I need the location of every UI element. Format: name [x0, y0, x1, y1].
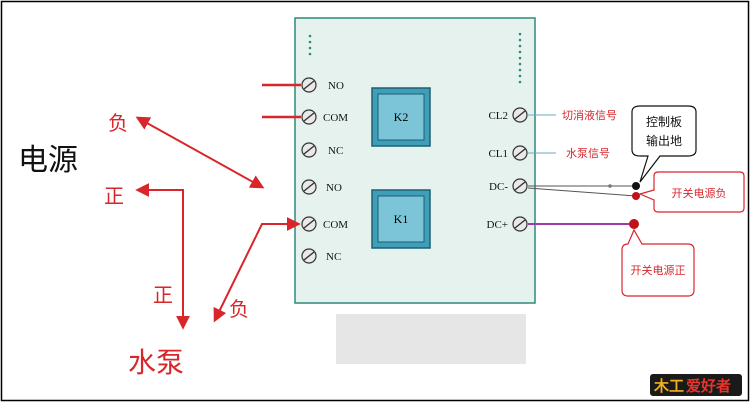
terminal-dc-minus: DC-	[489, 178, 528, 194]
logo-mark: 木工	[653, 377, 684, 395]
label-cut-liquid-signal: 切消液信号	[562, 108, 617, 122]
junction-dot	[608, 184, 612, 188]
terminal-label: CL2	[488, 110, 508, 122]
ground-node	[632, 182, 640, 190]
logo-text: 爱好者	[686, 377, 731, 395]
relay-k2: K2	[371, 87, 431, 147]
arrow-power-negative	[135, 116, 265, 189]
label-pump-signal: 水泵信号	[566, 147, 610, 160]
terminal-no-top: NO	[301, 77, 344, 93]
arrow-pump-negative	[213, 217, 301, 323]
label-pump-positive: 正	[153, 283, 173, 307]
terminal-com-top: COM	[301, 109, 348, 125]
label-power-positive: 正	[104, 184, 124, 208]
terminal-label: COM	[323, 112, 348, 124]
relay-k1: K1	[371, 189, 431, 249]
callout-control-ground-line2: 输出地	[646, 133, 682, 148]
relay-board	[294, 17, 536, 304]
terminal-label: NO	[328, 80, 344, 92]
left-terminals: NO COM NC NO COM NC	[301, 77, 348, 264]
terminal-label: COM	[323, 219, 348, 231]
terminal-cl1: CL1	[488, 145, 528, 161]
callout-control-ground: 控制板 输出地	[631, 105, 697, 183]
callout-control-ground-line1: 控制板	[646, 115, 682, 129]
label-pump-negative: 负	[229, 297, 249, 321]
label-power-negative: 负	[108, 111, 128, 135]
site-logo: 木工 爱好者	[650, 374, 742, 396]
pin-strip-right	[518, 32, 522, 84]
terminal-label: CL1	[488, 148, 508, 160]
callout-switch-negative-label: 开关电源负	[672, 186, 727, 200]
label-power-supply: 电源	[18, 143, 78, 178]
terminal-label: NO	[326, 182, 342, 194]
terminal-nc-bottom: NC	[301, 248, 341, 264]
positive-node	[629, 219, 639, 229]
negative-node	[632, 192, 640, 200]
right-terminals: CL2 CL1 DC- DC+	[487, 107, 528, 232]
callout-switch-positive: 开关电源正	[621, 228, 695, 297]
arrow-positive	[135, 183, 190, 330]
terminal-dc-plus: DC+	[487, 216, 528, 232]
pin-strip-left	[308, 34, 312, 56]
terminal-label: NC	[328, 145, 343, 157]
placeholder-block	[336, 314, 526, 364]
label-water-pump: 水泵	[128, 346, 184, 379]
relay-k2-label: K2	[394, 110, 409, 124]
terminal-label: DC-	[489, 181, 508, 193]
lead-dc-minus-2	[527, 187, 637, 197]
terminal-label: NC	[326, 251, 341, 263]
relay-k1-label: K1	[394, 212, 409, 226]
terminal-com-bottom: COM	[301, 216, 348, 232]
terminal-label: DC+	[487, 219, 508, 231]
terminal-no-bottom: NO	[301, 179, 342, 195]
terminal-nc-top: NC	[301, 142, 343, 158]
callout-switch-positive-label: 开关电源正	[631, 263, 686, 277]
callout-switch-negative: 开关电源负	[638, 171, 745, 213]
terminal-cl2: CL2	[488, 107, 528, 123]
